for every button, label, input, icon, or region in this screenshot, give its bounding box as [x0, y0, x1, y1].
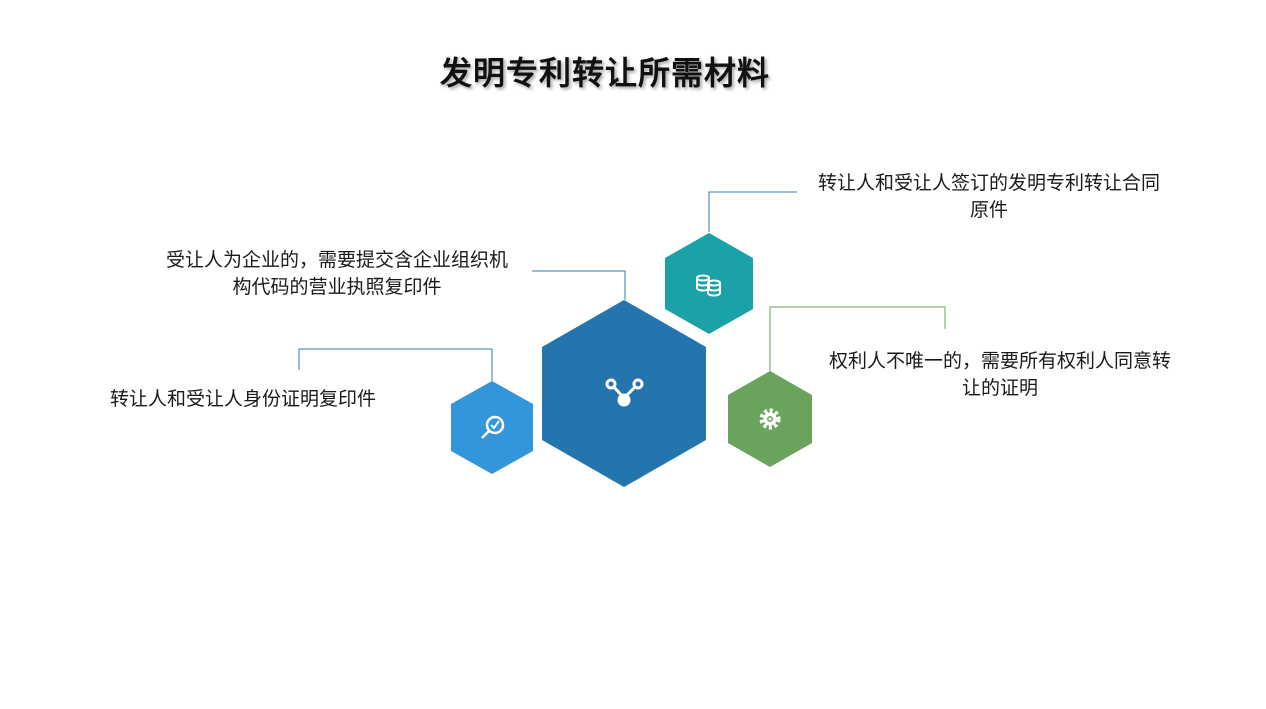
label-contract-original: 转让人和受让人签订的发明专利转让合同原件 [817, 172, 1160, 221]
label-id-proof-copy: 转让人和受让人身份证明复印件 [110, 388, 377, 410]
connector-top-right [708, 191, 797, 232]
share-nodes-icon [605, 378, 644, 407]
blue-hexagon [451, 381, 533, 474]
connector-mid-right [769, 306, 946, 371]
connector-mid-left [298, 348, 493, 381]
label-all-rights-holders-consent: 权利人不唯一的，需要所有权利人同意转让的证明 [828, 350, 1171, 399]
gear-icon [759, 408, 781, 430]
page-title: 发明专利转让所需材料 [439, 54, 770, 92]
connector-top-left [532, 270, 626, 300]
green-hexagon [728, 371, 812, 467]
teal-hexagon [665, 233, 753, 334]
label-business-license-copy: 受让人为企业的，需要提交含企业组织机构代码的营业执照复印件 [165, 249, 508, 298]
search-check-icon [481, 415, 505, 439]
center-hexagon [542, 300, 706, 487]
coins-icon [696, 274, 721, 297]
